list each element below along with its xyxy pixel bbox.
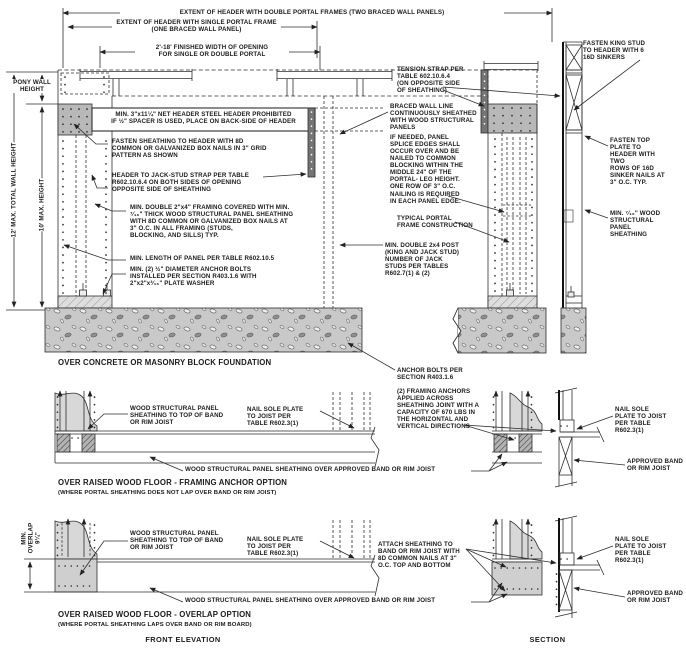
callout-fasten-sheathing: FASTEN SHEATHING TO HEADER WITH 8D COMMO… [112,138,267,160]
fa-callout-approved-band: APPROVED BAND OR RIM JOIST [627,458,683,473]
ol-callout-nail-sole-plate: NAIL SOLE PLATE TO JOIST PER TABLE R602.… [247,536,304,558]
callout-panel-splice: IF NEEDED, PANEL SPLICE EDGES SHALL OCCU… [390,134,464,205]
callout-typical-portal-frame: TYPICAL PORTAL FRAME CONSTRUCTION [397,215,473,230]
ol-callout-attach-sheathing: ATTACH SHEATHING TO BAND OR RIM JOIST WI… [378,541,460,570]
fa-callout-framing-anchors: (2) FRAMING ANCHORS APPLIED ACROSS SHEAT… [397,388,480,431]
fa-callout-sheathing-over-band: WOOD STRUCTURAL PANEL SHEATHING OVER APP… [185,466,436,473]
dim-extent-single-portal: EXTENT OF HEADER WITH SINGLE PORTAL FRAM… [112,19,281,34]
title-overlap-option: OVER RAISED WOOD FLOOR - OVERLAP OPTION [58,610,252,619]
fa-callout-nail-sole-plate: NAIL SOLE PLATE TO JOIST PER TABLE R602.… [247,406,304,428]
label-front-elevation: FRONT ELEVATION [145,635,221,644]
title-concrete-foundation: OVER CONCRETE OR MASONRY BLOCK FOUNDATIO… [58,358,272,367]
callout-min-panel-sheathing: MIN. ⁷⁄₁₆" WOOD STRUCTURAL PANEL SHEATHI… [610,210,661,239]
dim-extent-double-portal: EXTENT OF HEADER WITH DOUBLE PORTAL FRAM… [120,8,504,16]
dim-opening-width: 2'-18' FINISHED WIDTH OF OPENING FOR SIN… [135,44,289,59]
dim-max-total-wall-height: 12' MAX. TOTAL WALL HEIGHT [10,142,18,238]
subtitle-overlap-option: (WHERE PORTAL SHEATHING LAPS OVER BAND O… [58,622,252,628]
label-section: SECTION [529,635,566,644]
ol-callout-nail-sole-plate-section: NAIL SOLE PLATE TO JOIST PER TABLE R602.… [615,536,667,565]
callout-anchor-bolts-r403: ANCHOR BOLTS PER SECTION R403.1.6 [397,367,463,382]
callout-min-double-post: MIN. DOUBLE 2x4 POST (KING AND JACK STUD… [385,242,460,278]
ol-callout-sheathing-over-band: WOOD STRUCTURAL PANEL SHEATHING OVER APP… [185,597,436,604]
callout-tension-strap: TENSION STRAP PER TABLE 602.10.6.4 (ON O… [397,66,464,95]
dim-max-leg-height: 10' MAX. HEIGHT [38,178,46,232]
dim-pony-wall-height: PONY WALL HEIGHT [8,79,56,94]
callout-anchor-bolts: MIN. (2) ½" DIAMETER ANCHOR BOLTS INSTAL… [130,266,257,288]
callout-min-panel-length: MIN. LENGTH OF PANEL PER TABLE R602.10.5 [130,255,275,262]
subtitle-framing-anchor-option: (WHERE PORTAL SHEATHING DOES NOT LAP OVE… [58,490,277,496]
ol-callout-sheathing-top-band: WOOD STRUCTURAL PANEL SHEATHING TO TOP O… [130,530,224,552]
callout-braced-wall-line: BRACED WALL LINE CONTINUOUSLY SHEATHED W… [390,103,477,132]
note-steel-header-prohibited: MIN. 3"x11¼" NET HEADER STEEL HEADER PRO… [111,110,296,125]
title-framing-anchor-option: OVER RAISED WOOD FLOOR - FRAMING ANCHOR … [58,478,288,487]
callout-fasten-king-stud: FASTEN KING STUD TO HEADER WITH 6 16D SI… [583,40,646,62]
fa-callout-nail-sole-plate-section: NAIL SOLE PLATE TO JOIST PER TABLE R602.… [615,406,667,435]
ol-callout-approved-band: APPROVED BAND OR RIM JOIST [627,590,683,605]
callout-min-double-framing: MIN. DOUBLE 2"x4" FRAMING COVERED WITH M… [130,204,294,240]
callout-header-jack-stud-strap: HEADER TO JACK-STUD STRAP PER TABLE R602… [112,172,250,194]
dim-min-overlap: MIN. OVERLAP 9¼" [20,522,42,554]
fa-callout-sheathing-top-band: WOOD STRUCTURAL PANEL SHEATHING TO TOP O… [130,405,224,427]
callout-fasten-top-plate: FASTEN TOP PLATE TO HEADER WITH TWO ROWS… [610,137,665,187]
